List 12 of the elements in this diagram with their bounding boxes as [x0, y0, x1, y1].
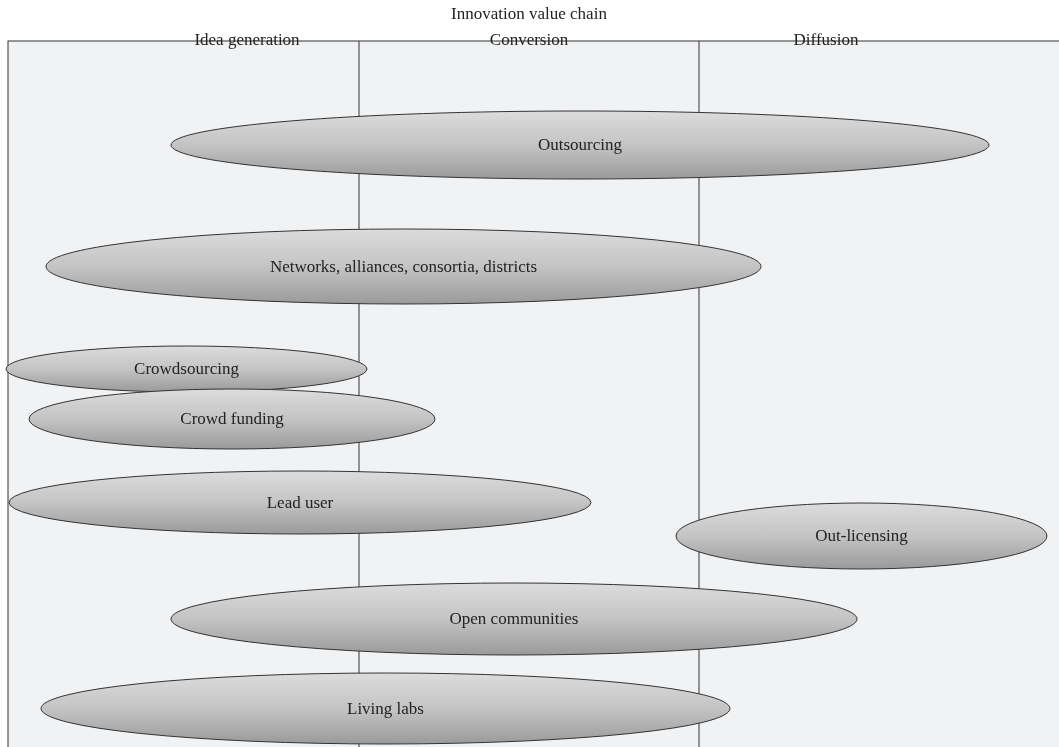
oval-label: Crowd funding [180, 409, 284, 429]
oval-label: Living labs [347, 698, 424, 719]
column-heading: Diffusion [793, 30, 859, 50]
oval-label: Lead user [266, 492, 334, 513]
oval-label: Outsourcing [538, 135, 622, 155]
oval-label: Crowdsourcing [134, 359, 239, 379]
oval-label: Out-licensing [815, 526, 908, 546]
oval-label: Networks, alliances, consortia, districts [269, 256, 538, 277]
column-heading: Idea generation [194, 30, 300, 50]
column-heading: Conversion [489, 30, 569, 50]
chart-title: Innovation value chain [451, 4, 607, 24]
oval-label: Open communities [449, 609, 579, 629]
